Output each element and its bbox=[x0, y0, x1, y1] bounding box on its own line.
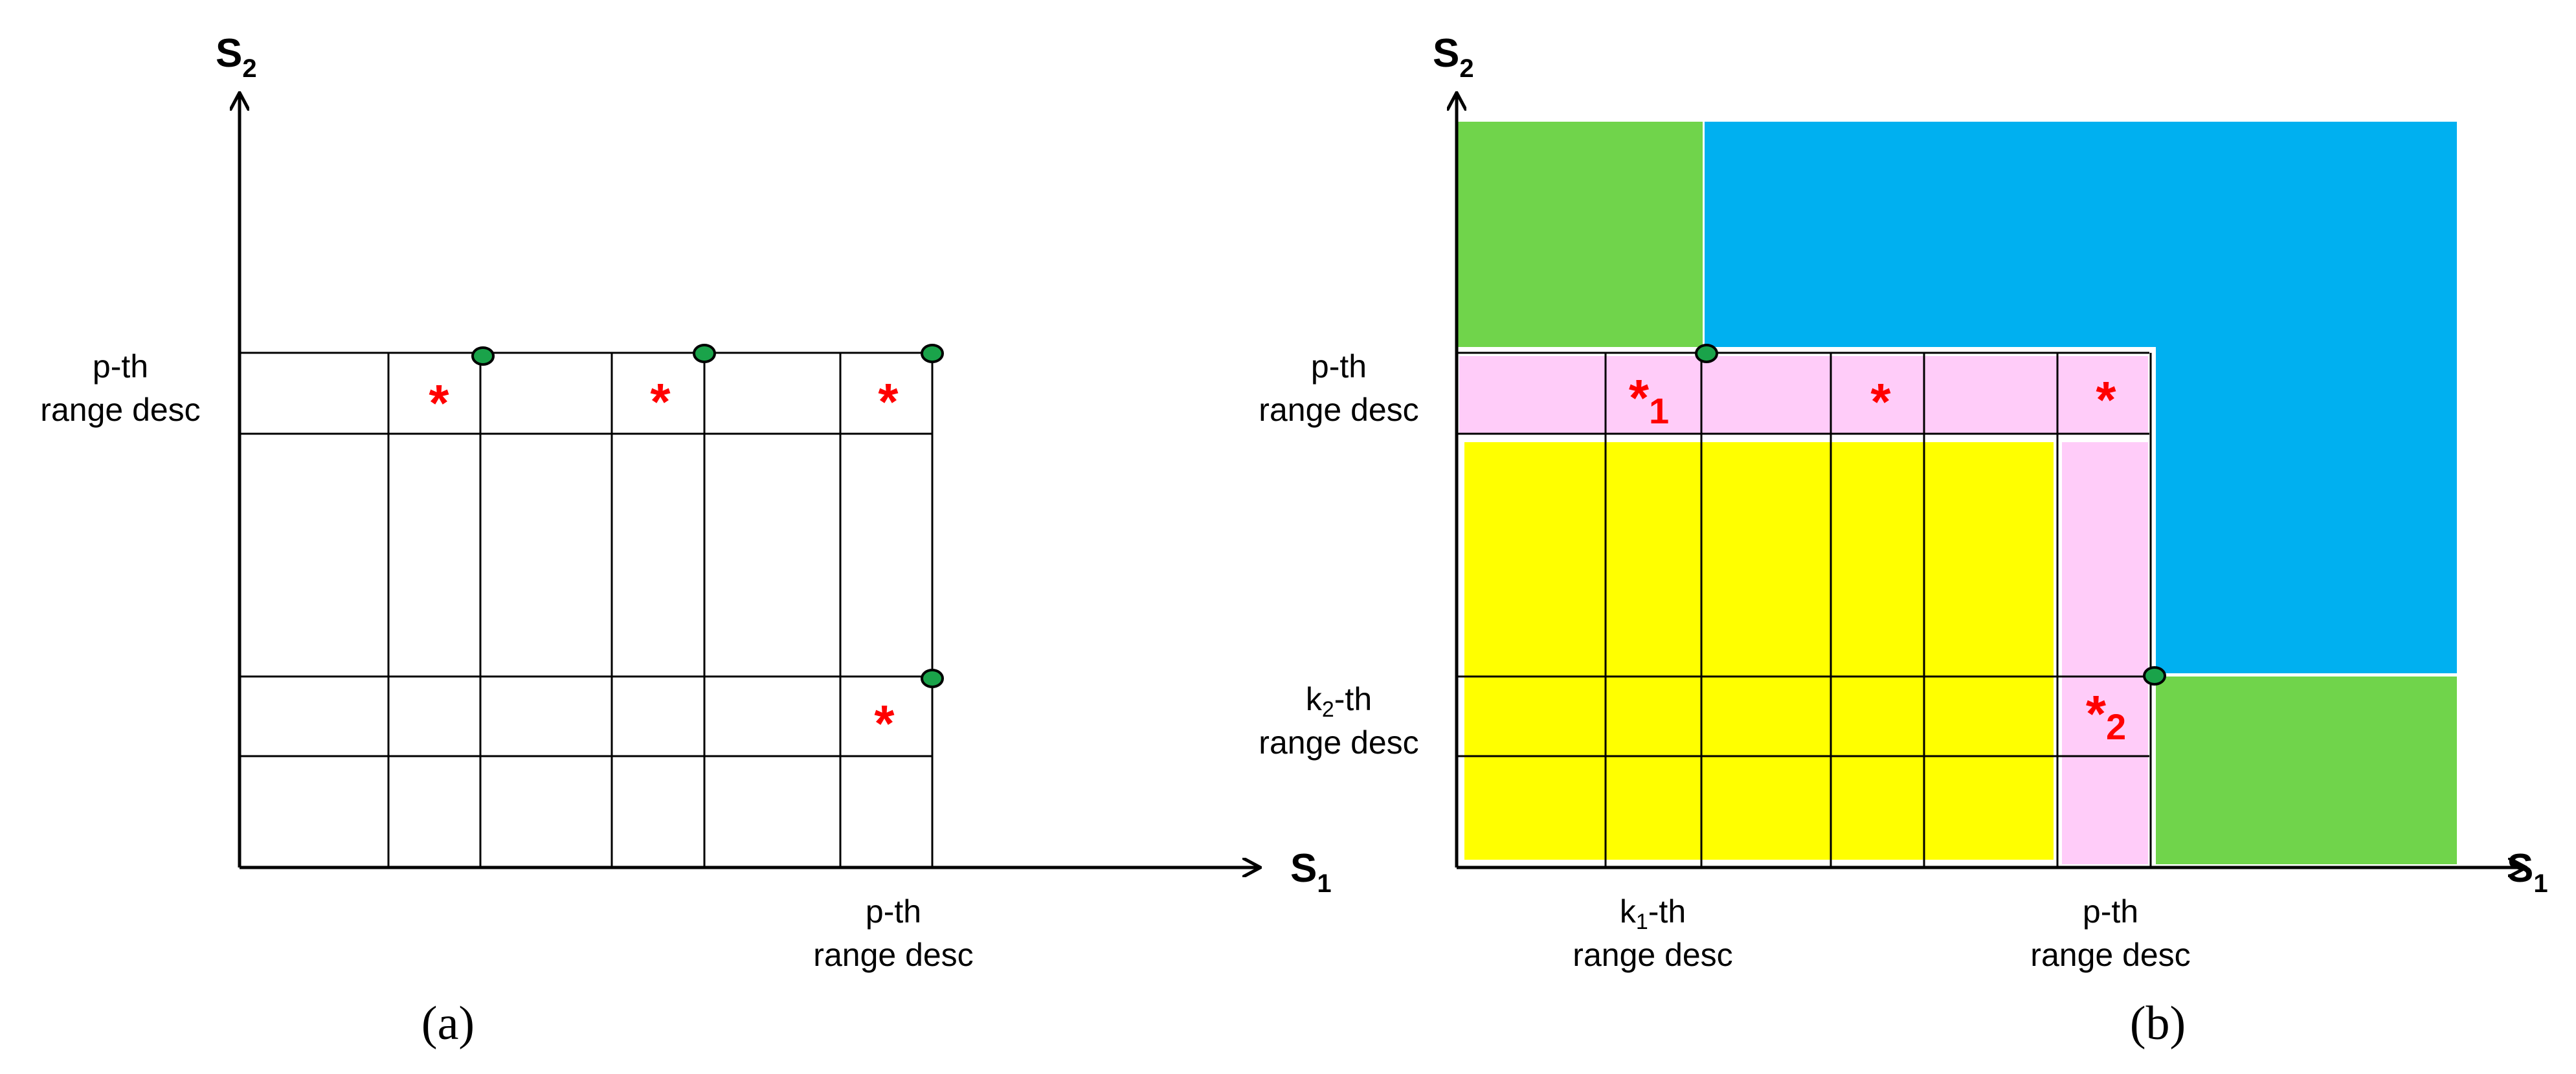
pink-region-vertical bbox=[2062, 442, 2148, 864]
skyline-point bbox=[471, 346, 495, 366]
panel-b-grid bbox=[1457, 352, 2152, 867]
skyline-point bbox=[921, 669, 944, 688]
blue-region bbox=[1705, 122, 2457, 673]
x-axis-title: S1 bbox=[2507, 846, 2548, 898]
y-axis-title: S2 bbox=[216, 31, 257, 83]
star-marker: * bbox=[2096, 371, 2116, 429]
x-tick-label-p-line2: range desc bbox=[2030, 937, 2190, 973]
y-axis-title: S2 bbox=[1433, 31, 1474, 83]
panel-a-grid bbox=[240, 352, 934, 867]
x-tick-label-p-line1: p-th bbox=[2083, 893, 2138, 930]
y-tick-label-k2-line2: range desc bbox=[1259, 724, 1418, 761]
star-marker: * bbox=[874, 695, 895, 752]
green-region-top-left bbox=[1457, 122, 1703, 347]
skyline-point bbox=[2143, 666, 2166, 686]
pink-region-horizontal bbox=[1459, 356, 2148, 434]
panel-a: S2 S1 p-th range desc p-th range desc * … bbox=[40, 31, 1331, 1050]
y-tick-label-p-line1: p-th bbox=[1311, 348, 1367, 385]
caption-a: (a) bbox=[421, 997, 475, 1050]
caption-b: (b) bbox=[2130, 997, 2186, 1050]
skyline-point bbox=[693, 344, 716, 363]
star-marker: * bbox=[878, 373, 899, 431]
panel-b: S2 S1 p-th range desc k2-th range desc k… bbox=[1259, 31, 2548, 1050]
x-tick-label-p-line2: range desc bbox=[813, 937, 973, 973]
star-marker: * bbox=[429, 374, 449, 432]
x-axis-title: S1 bbox=[1290, 846, 1332, 898]
y-tick-label-p-line2: range desc bbox=[40, 392, 200, 428]
x-tick-label-k1-line2: range desc bbox=[1573, 937, 1732, 973]
skyline-point bbox=[921, 344, 944, 363]
star-marker: * bbox=[1870, 373, 1891, 431]
star-marker-2: *2 bbox=[2086, 685, 2126, 747]
star-marker: * bbox=[650, 373, 671, 431]
yellow-region bbox=[1464, 442, 2054, 860]
green-region-bottom-right bbox=[2156, 677, 2457, 864]
y-tick-label-p-line1: p-th bbox=[93, 348, 148, 385]
star-marker-1: *1 bbox=[1629, 369, 1669, 431]
y-tick-label-p-line2: range desc bbox=[1259, 392, 1418, 428]
x-tick-label-p-line1: p-th bbox=[866, 893, 921, 930]
skyline-point bbox=[1695, 344, 1718, 363]
x-tick-label-k1-line1: k1-th bbox=[1620, 893, 1686, 934]
y-tick-label-k2-line1: k2-th bbox=[1306, 681, 1372, 722]
